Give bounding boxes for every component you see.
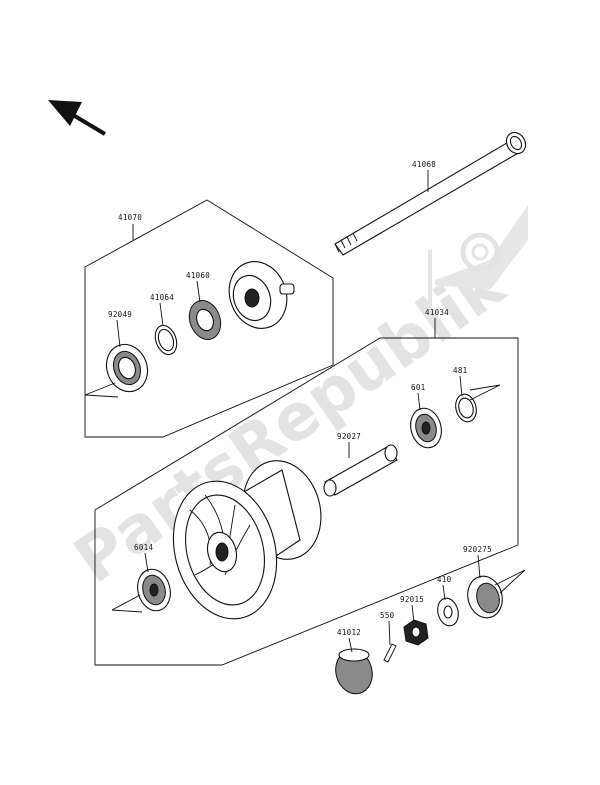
label-hub-group: 41034 bbox=[425, 308, 449, 317]
label-circlip: 481 bbox=[453, 366, 467, 375]
washer-part bbox=[437, 597, 459, 627]
cotter-pin-part bbox=[383, 643, 397, 663]
label-bearing-left: 6014 bbox=[134, 543, 153, 552]
circlip-part bbox=[455, 393, 477, 423]
label-speedo-washer: 41064 bbox=[150, 293, 174, 302]
axle-nut-part bbox=[403, 619, 429, 646]
spacer-part bbox=[323, 444, 398, 497]
label-collar: 920275 bbox=[463, 545, 492, 554]
leader-lines bbox=[84, 170, 526, 653]
bearing-right-part bbox=[410, 407, 442, 449]
speedo-housing-part bbox=[228, 261, 295, 329]
label-cotter-pin: 550 bbox=[380, 611, 395, 620]
label-axle: 41068 bbox=[412, 160, 436, 169]
axle-part bbox=[334, 131, 527, 256]
arrow-up-left-icon bbox=[48, 100, 107, 136]
speedo-group-box bbox=[84, 199, 334, 438]
collar-part bbox=[467, 575, 503, 619]
hub-group-box bbox=[94, 337, 519, 666]
gear-flag-icon bbox=[428, 205, 528, 315]
label-bearing-right: 601 bbox=[411, 383, 425, 392]
part-labels: 41068 41070 41060 41064 92049 41034 9202… bbox=[108, 160, 492, 637]
label-speedo-group: 41070 bbox=[118, 213, 142, 222]
label-speedo-gear: 41060 bbox=[186, 271, 210, 280]
speedo-washer-part bbox=[154, 324, 178, 356]
speedo-seal-part bbox=[105, 343, 149, 393]
wheel-hub-part bbox=[172, 460, 322, 620]
label-cap: 41012 bbox=[337, 628, 361, 637]
label-speedo-seal: 92049 bbox=[108, 310, 132, 319]
speedo-gear-part bbox=[188, 300, 222, 340]
bearing-left-part bbox=[137, 568, 171, 612]
cap-part bbox=[335, 648, 373, 695]
label-spacer: 92027 bbox=[337, 432, 361, 441]
label-washer: 410 bbox=[437, 575, 452, 584]
label-nut: 92015 bbox=[400, 595, 424, 604]
